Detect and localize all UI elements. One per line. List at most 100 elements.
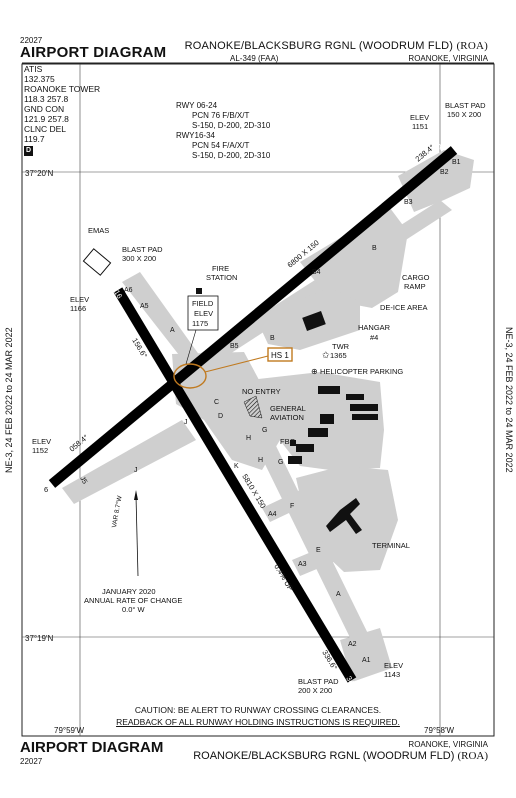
twy-a2: A2 xyxy=(348,641,357,648)
ga-building-6 xyxy=(308,428,328,437)
helicopter-icon: ⊕ xyxy=(311,367,318,376)
general-aviation-label-2: AVIATION xyxy=(270,413,304,422)
effective-dates-right: NE-3, 24 FEB 2022 to 24 MAR 2022 xyxy=(504,327,514,473)
twy-d: D xyxy=(218,413,223,420)
lon-left-label: 79°59'W xyxy=(54,726,85,735)
blast-pad-nw-label: BLAST PAD xyxy=(122,245,163,254)
ga-building-5 xyxy=(320,414,334,424)
twy-b4: B4 xyxy=(312,269,321,276)
ga-building-7 xyxy=(296,444,314,452)
blast-pad-s-dim: 200 X 200 xyxy=(298,686,332,695)
runway-16-34 xyxy=(113,287,357,683)
hotspot-label: HS 1 xyxy=(271,351,289,360)
twy-b: B xyxy=(372,245,377,252)
hotspot-leader xyxy=(204,355,269,373)
caution-note: CAUTION: BE ALERT TO RUNWAY CROSSING CLE… xyxy=(0,704,516,728)
taxiway-b-ne xyxy=(398,150,474,212)
taxiway-j-strip xyxy=(62,420,196,504)
twy-j: J xyxy=(134,467,138,474)
airport-name-text: ROANOKE/BLACKSBURG RGNL (WOODRUM FLD) xyxy=(184,40,454,52)
gnd-freq: 121.9 257.8 xyxy=(24,114,69,124)
blast-pad-ne-dim: 150 X 200 xyxy=(447,110,481,119)
hangar-label-2: #4 xyxy=(370,333,378,342)
twr-label-1: TWR xyxy=(332,342,350,351)
twy-a1: A1 xyxy=(362,657,371,664)
rwy-end-24: 24 xyxy=(436,139,448,151)
twy-g: G xyxy=(278,459,283,466)
var-label: VAR 8.7°W xyxy=(110,494,124,528)
chart-number: 22027 xyxy=(20,36,43,45)
cargo-ramp-label-1: CARGO xyxy=(402,273,430,282)
twy-a6: A6 xyxy=(124,287,133,294)
taxiway-intersection-area xyxy=(172,352,286,470)
diagram-title: AIRPORT DIAGRAM xyxy=(20,44,167,61)
field-elev-box xyxy=(187,295,219,331)
ga-building-1 xyxy=(318,386,340,394)
buildings xyxy=(196,288,378,534)
fire-station-building xyxy=(196,288,202,294)
cargo-ramp-label-2: RAMP xyxy=(404,282,426,291)
frequency-box: ATIS 132.375 ROANOKE TOWER 118.3 257.8 G… xyxy=(24,64,100,156)
caution-line-1: CAUTION: BE ALERT TO RUNWAY CROSSING CLE… xyxy=(134,705,382,715)
twy-c: C xyxy=(214,399,219,406)
elev-s-label: ELEV xyxy=(384,661,403,670)
lat-bottom-label: 37°19'N xyxy=(25,634,54,643)
twy-b1: B1 xyxy=(452,159,461,166)
clnc-freq: 119.7 xyxy=(24,134,45,144)
terminal-building xyxy=(326,498,362,534)
taxiway-a1a2 xyxy=(340,628,392,682)
mag-north-arrow xyxy=(134,490,138,500)
twy-b5: B5 xyxy=(230,343,239,350)
procedure-id: AL-349 (FAA) xyxy=(230,54,279,63)
twy-b3: B3 xyxy=(404,199,413,206)
emas-label: EMAS xyxy=(88,226,109,235)
twy-a-south: A xyxy=(336,591,341,598)
runway-06-24 xyxy=(48,146,458,488)
annual-change-1: JANUARY 2020 xyxy=(102,587,156,596)
twy-g-2: G xyxy=(262,427,267,434)
twy-b-2: B xyxy=(270,335,275,342)
cargo-ramp xyxy=(300,208,408,308)
blast-pad-s-label: BLAST PAD xyxy=(298,677,339,686)
twy-j-2: J xyxy=(184,419,188,426)
no-entry-area xyxy=(243,395,263,419)
taxiway-a3-connector xyxy=(292,540,348,576)
twy-j5: J5 xyxy=(78,476,88,486)
tower-freq: 118.3 257.8 xyxy=(24,94,69,104)
hotspot-circle xyxy=(173,363,207,389)
footer-airport: ROANOKE/BLACKSBURG RGNL (WOODRUM FLD) (R… xyxy=(193,750,488,762)
caution-line-2: READBACK OF ALL RUNWAY HOLDING INSTRUCTI… xyxy=(116,717,400,727)
d-badge: D xyxy=(24,146,34,156)
twy-b2: B2 xyxy=(440,169,449,176)
atis-label: ATIS xyxy=(24,64,43,74)
hotspot-label-box xyxy=(267,347,293,362)
rwy1-name: RWY 06-24 xyxy=(176,101,218,110)
field-elev-leader xyxy=(185,329,197,365)
clnc-label: CLNC DEL xyxy=(24,124,67,134)
mag-var-line xyxy=(135,495,139,577)
twy-h: H xyxy=(258,457,263,464)
hangar-label-1: HANGAR xyxy=(358,323,391,332)
annual-change-2: ANNUAL RATE OF CHANGE xyxy=(84,596,182,605)
lon-right-label: 79°58'W xyxy=(424,726,455,735)
twy-a4: A4 xyxy=(268,511,277,518)
rwy2-pcn: PCN 54 F/A/X/T xyxy=(192,141,250,150)
fbo-building xyxy=(290,440,296,446)
tower-label: ROANOKE TOWER xyxy=(24,84,101,94)
terminal-label: TERMINAL xyxy=(372,541,410,550)
twy-a: A xyxy=(170,327,175,334)
elev-nw-label: ELEV xyxy=(70,295,89,304)
airport-id: (ROA) xyxy=(456,40,488,52)
rwy1-pcn: PCN 76 F/B/X/T xyxy=(192,111,250,120)
no-entry-label: NO ENTRY xyxy=(242,387,281,396)
lat-top-label: 37°20'N xyxy=(25,169,54,178)
fbo-label: FBO xyxy=(280,437,296,446)
emas-box xyxy=(82,248,112,276)
elev-ne-value: 1151 xyxy=(412,122,428,131)
taxiway-a4-connector xyxy=(262,490,308,522)
rwy-end-6: 6 xyxy=(44,485,48,494)
elev-nw-value: 1166 xyxy=(70,304,86,313)
ga-building-8 xyxy=(288,456,302,464)
ga-building-3 xyxy=(350,404,378,411)
